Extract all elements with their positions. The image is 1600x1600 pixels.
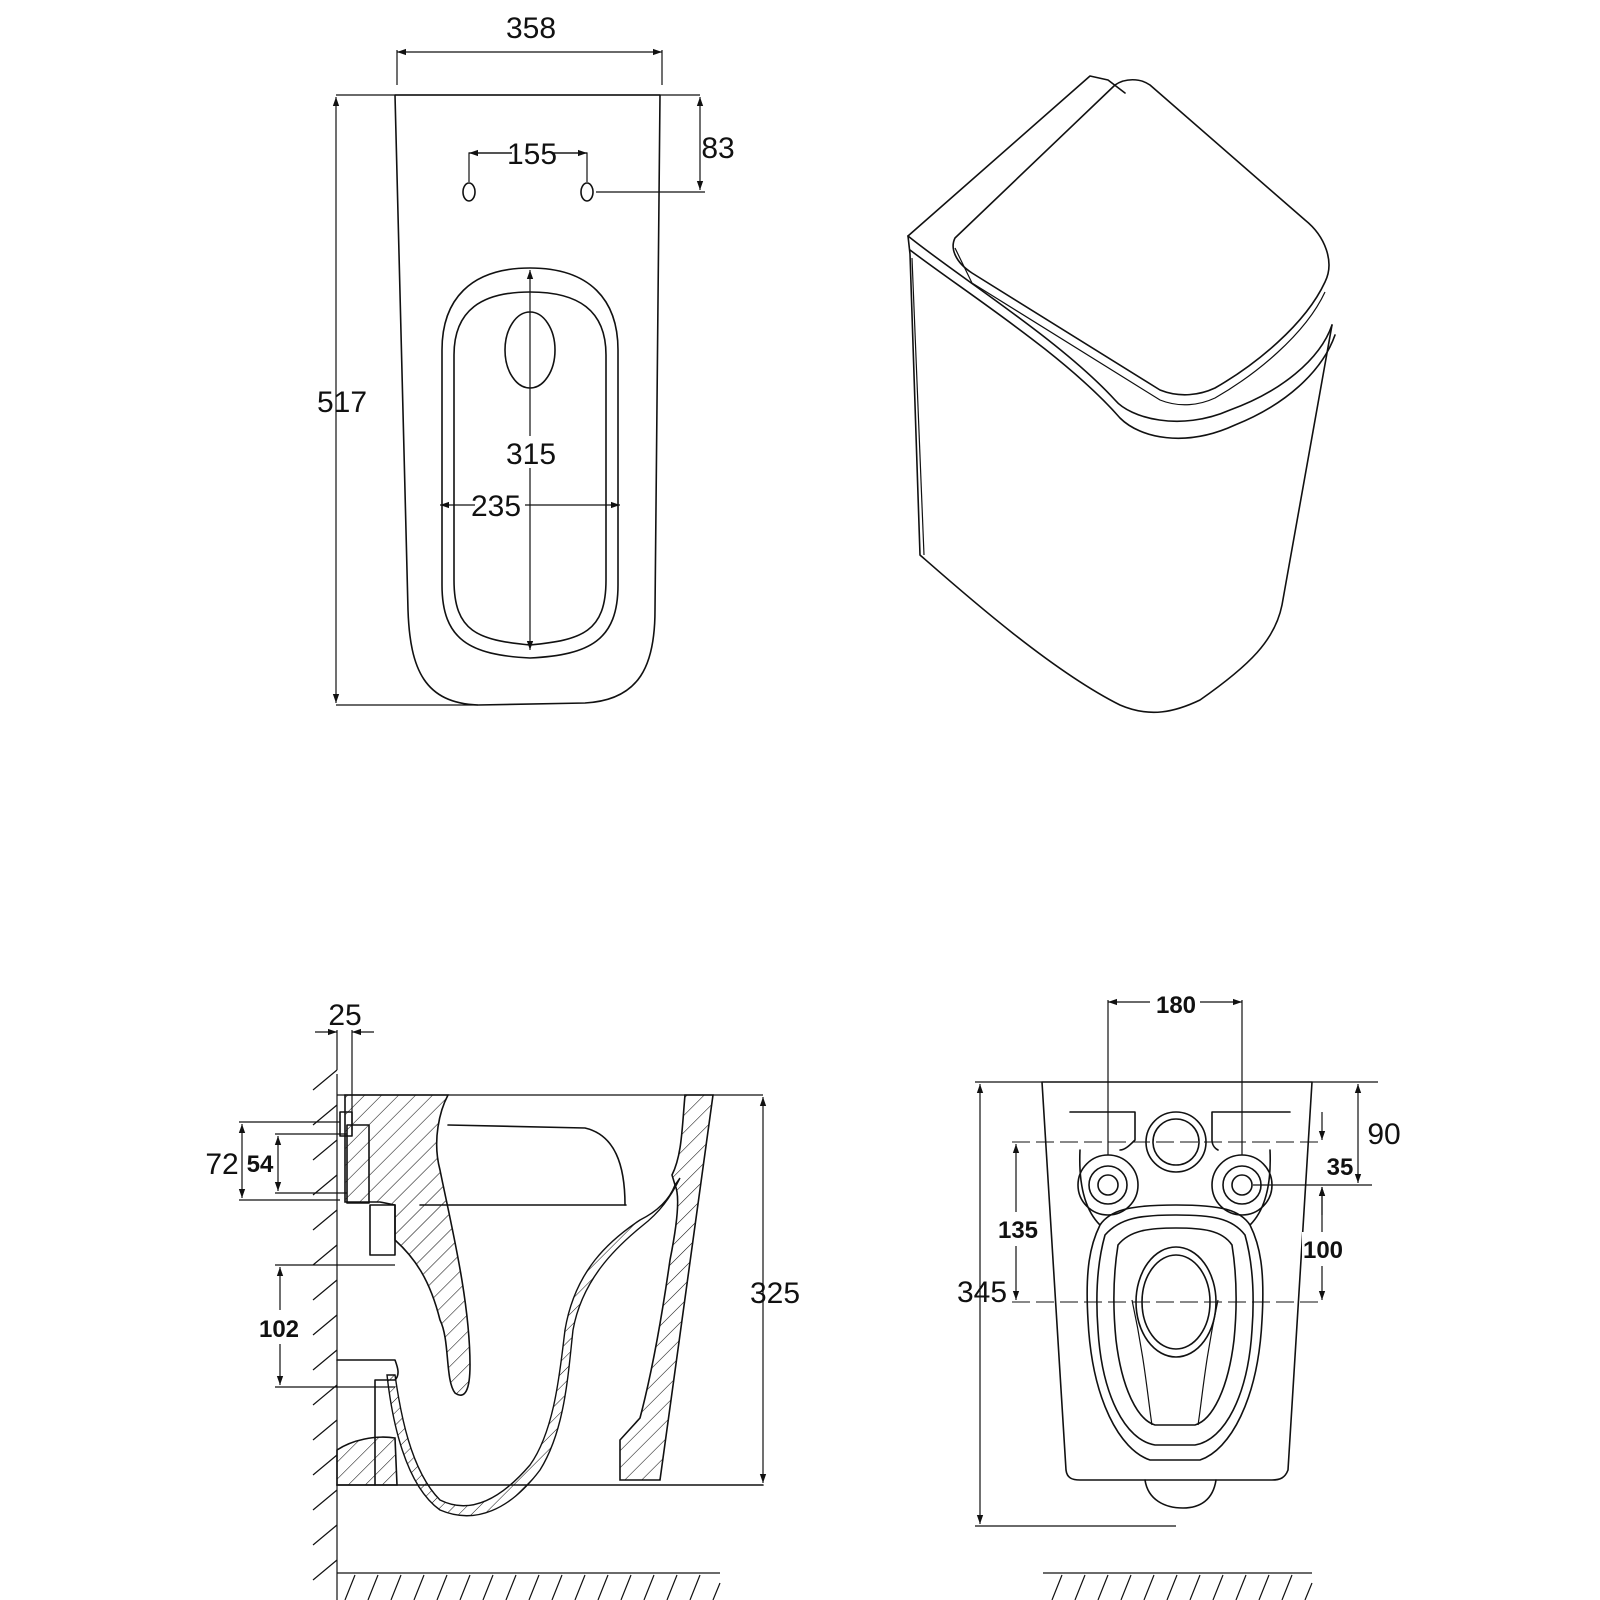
dim-bolt-offset: 35 <box>1327 1154 1354 1181</box>
dim-top-offset: 90 <box>1367 1118 1400 1151</box>
perspective-seat-lid <box>952 78 1330 396</box>
fixing-hole-right <box>580 182 594 202</box>
front-view-body-outline <box>394 94 661 706</box>
section-base-left <box>336 1436 398 1486</box>
dim-outlet-to-bolt: 100 <box>1303 1237 1343 1264</box>
dim-wall-gap: 25 <box>328 999 361 1032</box>
section-front-wall <box>619 1094 714 1481</box>
front-view: 358 517 155 83 315 235 <box>317 12 735 706</box>
dim-side-height: 325 <box>750 1277 800 1310</box>
floor-hatching-left <box>337 1572 721 1600</box>
dim-bowl-width: 235 <box>471 490 521 523</box>
top-view-bowl-rim <box>1079 1149 1271 1461</box>
top-view: 180 345 90 35 135 100 <box>957 985 1401 1600</box>
dim-outlet-position: 135 <box>998 1217 1038 1244</box>
top-view-body <box>1041 1081 1313 1481</box>
dim-fixing-distance: 155 <box>507 138 557 171</box>
dim-bolt-spacing: 180 <box>1156 992 1196 1019</box>
dim-fixing-height: 83 <box>701 132 734 165</box>
dim-bowl-length: 315 <box>506 438 556 471</box>
dim-inlet-outer: 72 <box>205 1148 238 1181</box>
floor-hatching-right <box>1043 1572 1313 1600</box>
dim-front-width: 358 <box>506 12 556 45</box>
section-flush-rim <box>447 1124 626 1206</box>
perspective-rim <box>907 75 1126 237</box>
perspective-body <box>907 235 1333 714</box>
dim-front-height: 517 <box>317 386 367 419</box>
fixing-hole-left <box>462 182 476 202</box>
bowl-opening-outer <box>441 267 619 659</box>
dim-inlet-inner: 54 <box>247 1151 274 1178</box>
inlet-connector <box>346 1124 370 1204</box>
side-section-view: 25 72 54 102 325 <box>205 999 800 1600</box>
perspective-view <box>907 75 1336 714</box>
wall-hatching <box>312 1069 338 1600</box>
section-back-wall <box>344 1094 471 1396</box>
dim-outlet: 102 <box>259 1316 299 1343</box>
dim-top-depth: 345 <box>957 1276 1007 1309</box>
